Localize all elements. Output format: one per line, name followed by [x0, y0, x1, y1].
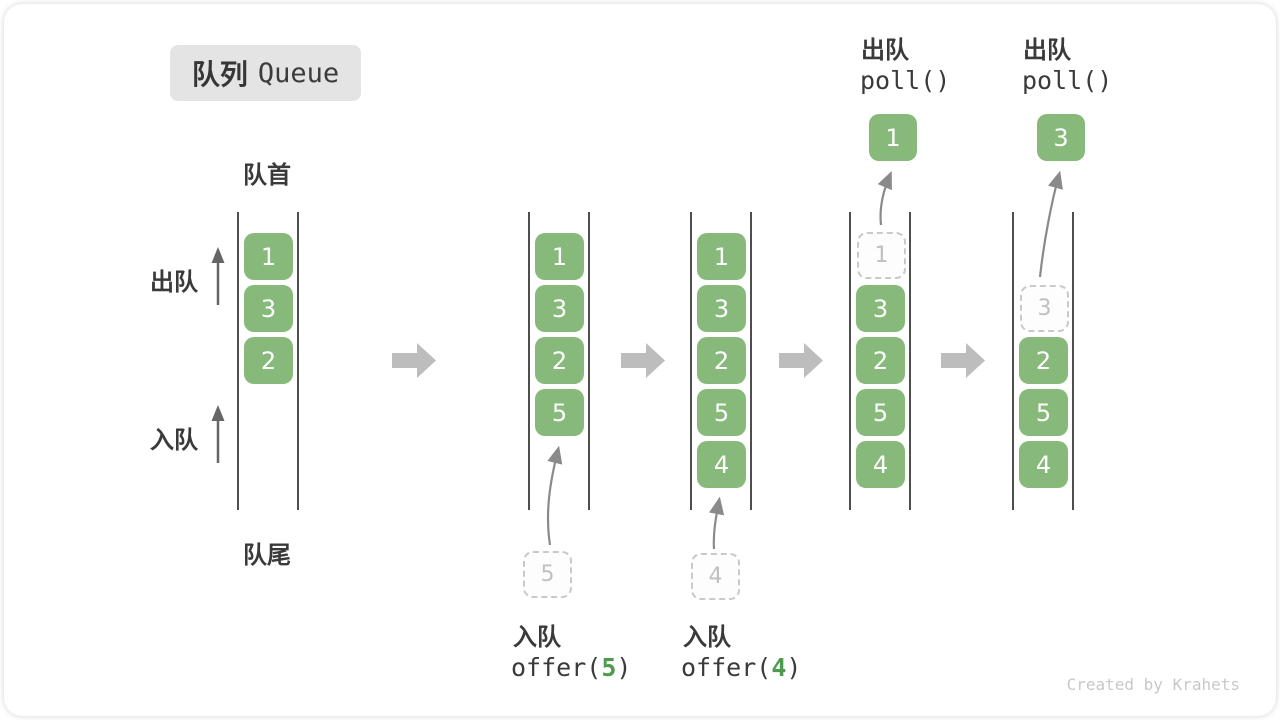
label-dequeue: 出队	[150, 268, 198, 296]
label-queue-front: 队首	[243, 161, 291, 189]
queue-item: 3	[856, 285, 905, 332]
queue-item: 2	[244, 337, 293, 384]
code-fn: offer(	[511, 653, 602, 682]
flow-arrow-icon	[392, 343, 436, 378]
title-en: Queue	[257, 57, 340, 89]
queue-item: 4	[856, 441, 905, 488]
queue-item: 4	[697, 441, 746, 488]
removed-item-box: 3	[1020, 285, 1069, 332]
queue-column-4: 1 3 2 5 4	[849, 212, 911, 510]
queue-item: 2	[1019, 337, 1068, 384]
queue-column-3: 1 3 2 5 4	[690, 212, 752, 510]
op-enqueue-code: offer(5)	[511, 653, 631, 682]
code-arg: 4	[771, 653, 787, 682]
queue-item: 3	[697, 285, 746, 332]
popped-item-box: 3	[1037, 114, 1085, 161]
popped-item-box: 1	[869, 114, 917, 161]
dequeue-up-arrow-icon	[211, 247, 225, 305]
pending-item-box: 4	[691, 553, 740, 600]
queue-item: 5	[1019, 389, 1068, 436]
op-enqueue-label: 入队	[683, 623, 731, 651]
queue-column-2: 1 3 2 5	[528, 212, 590, 510]
flow-arrow-icon	[941, 343, 985, 378]
op-dequeue-code: poll()	[860, 66, 951, 95]
dequeue-curved-arrow-icon	[877, 170, 892, 226]
queue-item: 1	[244, 233, 293, 280]
queue-item: 1	[697, 233, 746, 280]
queue-item: 1	[535, 233, 584, 280]
queue-item: 3	[244, 285, 293, 332]
code-fn: offer(	[681, 653, 772, 682]
flow-arrow-icon	[621, 343, 665, 378]
queue-item: 2	[535, 337, 584, 384]
queue-item: 5	[535, 389, 584, 436]
code-close: )	[786, 653, 802, 682]
queue-item: 3	[535, 285, 584, 332]
watermark: Created by Krahets	[1066, 675, 1240, 694]
queue-column-1: 1 3 2	[237, 212, 299, 510]
enqueue-up-arrow-icon	[211, 405, 225, 463]
queue-item: 5	[697, 389, 746, 436]
queue-item: 5	[856, 389, 905, 436]
queue-item: 2	[697, 337, 746, 384]
op-enqueue-label: 入队	[513, 623, 561, 651]
title-box: 队列 Queue	[170, 45, 361, 101]
queue-item: 4	[1019, 441, 1068, 488]
op-dequeue-label: 出队	[1023, 36, 1071, 64]
label-queue-rear: 队尾	[243, 541, 291, 569]
title-zh: 队列	[191, 58, 248, 91]
pending-item-box: 5	[523, 551, 572, 598]
queue-column-5: 3 2 5 4	[1012, 212, 1074, 510]
op-dequeue-code: poll()	[1022, 66, 1113, 95]
op-dequeue-label: 出队	[861, 36, 909, 64]
dequeue-curved-arrow-icon	[1038, 170, 1063, 278]
code-arg: 5	[601, 653, 617, 682]
flow-arrow-icon	[779, 343, 823, 378]
enqueue-curved-arrow-icon	[708, 496, 725, 550]
code-close: )	[616, 653, 632, 682]
removed-item-box: 1	[857, 232, 906, 279]
op-enqueue-code: offer(4)	[681, 653, 801, 682]
queue-item: 2	[856, 337, 905, 384]
label-enqueue: 入队	[150, 426, 198, 454]
enqueue-curved-arrow-icon	[546, 445, 563, 546]
